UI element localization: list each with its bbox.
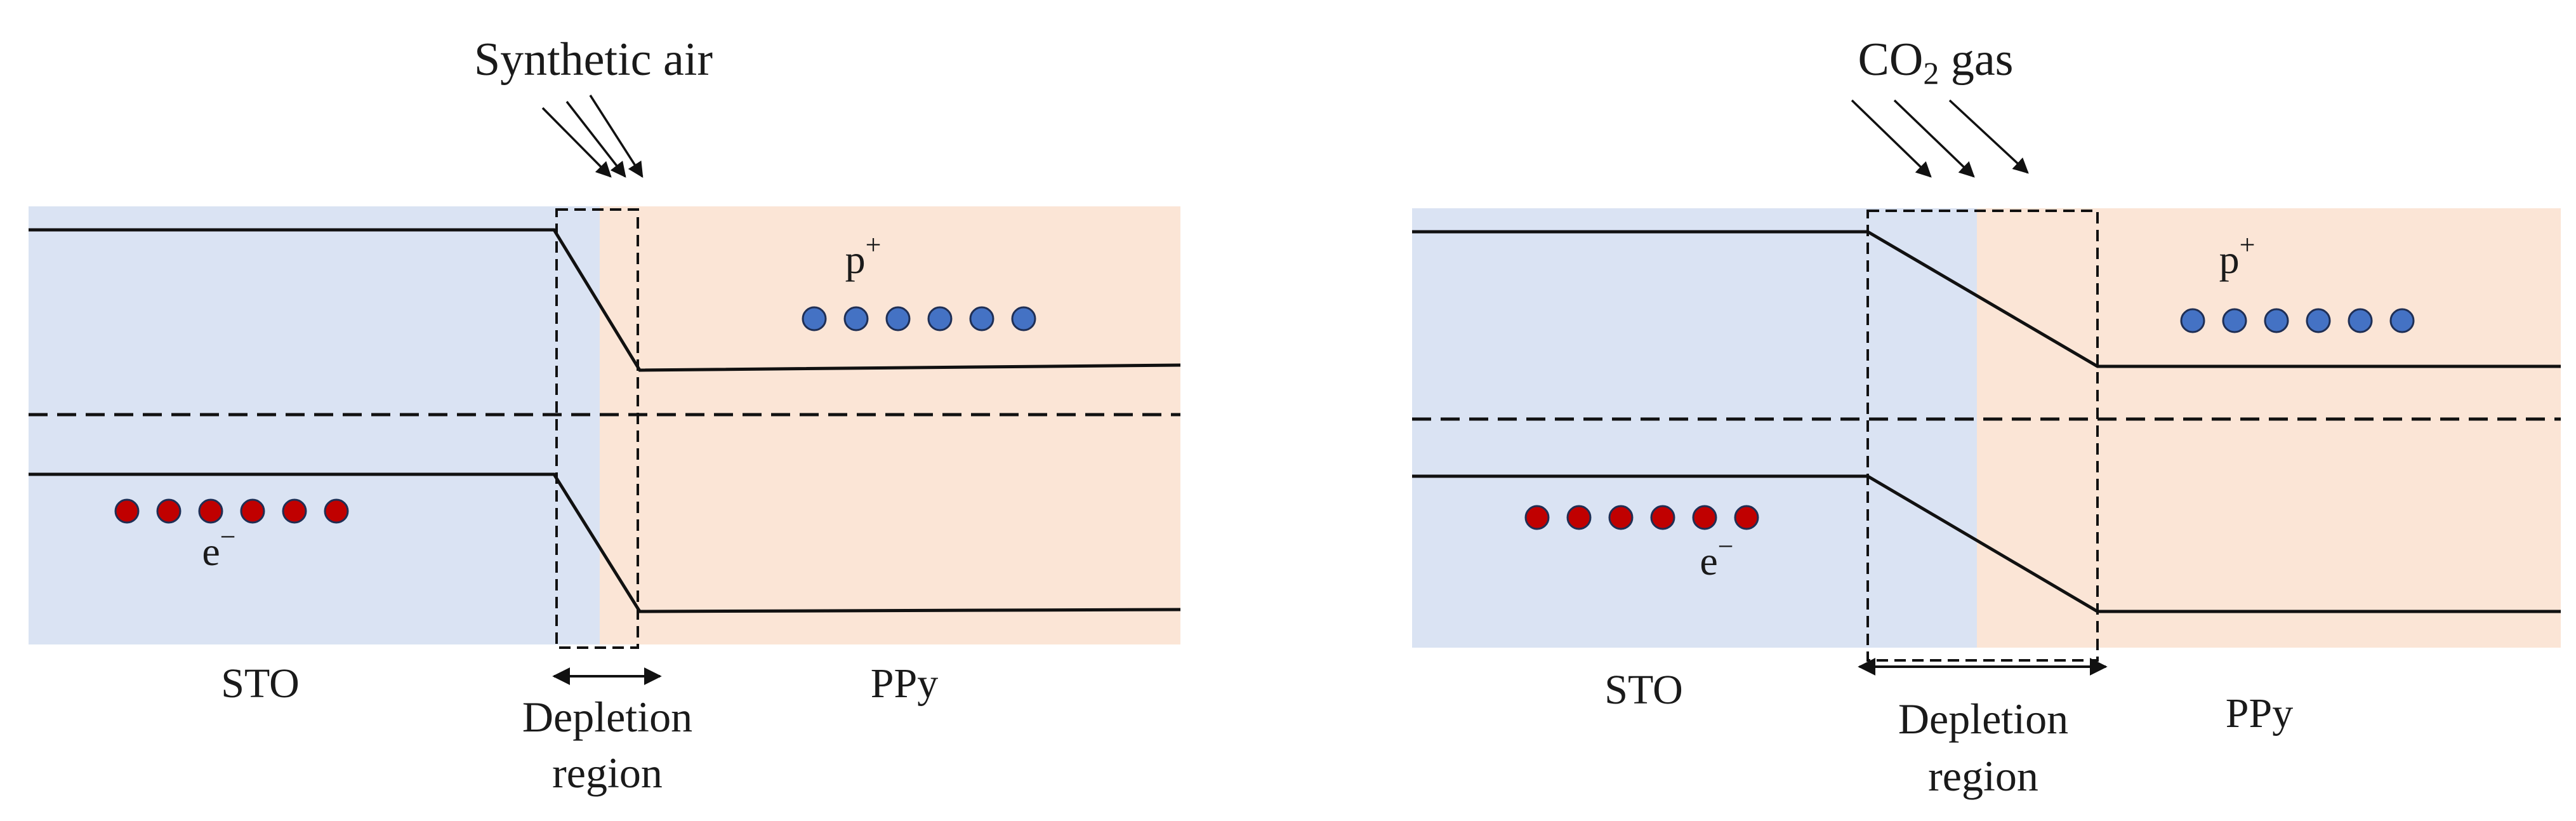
right-material-label: PPy [2226,690,2293,737]
hole-dot [885,306,911,331]
hole-dot [1011,306,1036,331]
hole-dot [969,306,994,331]
depletion-label-line1: Depletion [522,693,692,741]
hole-dots [2180,308,2415,333]
hole-dot [843,306,869,331]
electron-dot [156,498,182,524]
electron-dot [240,498,265,524]
electron-label: e− [202,521,235,574]
gas-arrows [1851,99,2029,178]
gas-arrow [1893,99,1975,178]
right-material-label: PPy [871,660,938,707]
left-material-label: STO [1604,667,1683,713]
depletion-region-box [555,208,639,649]
depletion-label-line2: region [552,749,663,797]
electron-label: e− [1700,531,1733,584]
valence-band [1412,474,2561,613]
gas-arrow [1851,99,1932,178]
electron-dot [282,498,307,524]
valence-band [29,472,1181,613]
electron-dot [1566,505,1592,530]
electron-dot [1608,505,1634,530]
electron-dot [1524,505,1550,530]
conduction-band [29,228,1181,372]
panel-synthetic-air: Synthetic air p+ e− STO PPy Depletion re… [29,34,1181,797]
electron-dot [198,498,223,524]
conduction-band [1412,230,2561,368]
ppy-region [600,206,1180,644]
sto-region [1412,208,1977,648]
depletion-label-line2: region [1928,752,2038,800]
gas-arrow [1948,99,2029,174]
gas-label: CO2 gas [1858,34,2014,91]
hole-dot [2348,308,2373,333]
electron-dot [1734,505,1759,530]
electron-dot [324,498,349,524]
ppy-region [1977,208,2561,648]
hole-dot [2306,308,2331,333]
hole-label: p+ [845,229,882,282]
hole-dot [2180,308,2205,333]
panel-co2-gas: CO2 gas p+ e− STO PPy Depletion region [1412,34,2561,800]
electron-dots [114,498,349,524]
electron-dot [114,498,140,524]
depletion-region-box [1866,210,2099,662]
electron-dot [1650,505,1675,530]
hole-label: p+ [2219,229,2256,282]
gas-arrow [565,100,626,178]
electron-dot [1692,505,1717,530]
hole-dot [2389,308,2415,333]
hole-dots [802,306,1036,331]
gas-arrow [589,95,644,178]
hole-dot [2264,308,2289,333]
gas-arrows [541,95,644,178]
hole-dot [927,306,953,331]
gas-arrow [541,107,612,178]
depletion-label-line1: Depletion [1898,695,2068,743]
hole-dot [2222,308,2247,333]
electron-dots [1524,505,1759,530]
sto-region [29,206,600,644]
hole-dot [802,306,827,331]
gas-label: Synthetic air [474,34,713,86]
left-material-label: STO [221,660,300,707]
